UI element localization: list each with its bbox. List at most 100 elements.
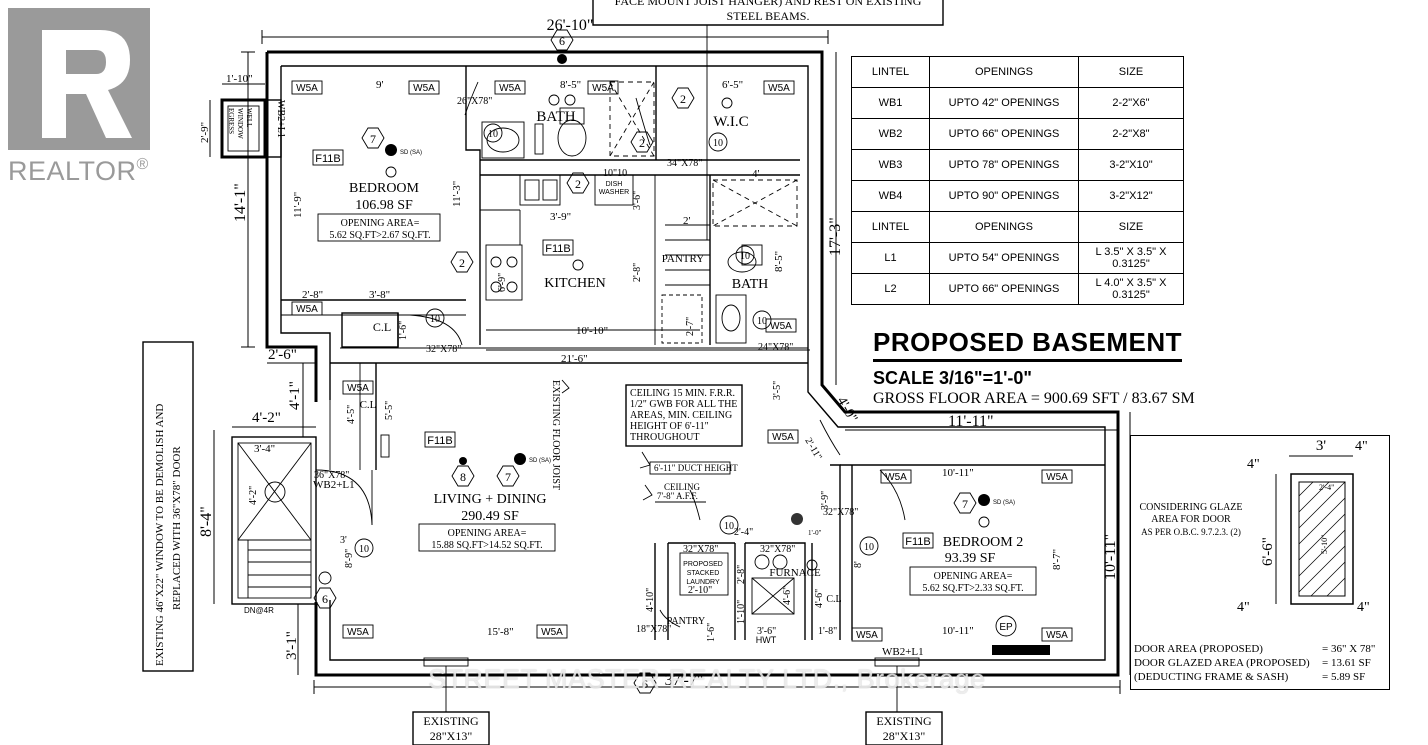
marker-circle: 10 bbox=[719, 515, 739, 535]
bedroom2-area: 93.39 SF bbox=[945, 551, 996, 566]
svg-text:6'-5": 6'-5" bbox=[722, 79, 743, 91]
bedroom1-area: 106.98 SF bbox=[355, 198, 413, 213]
svg-text:4": 4" bbox=[1247, 457, 1260, 472]
svg-text:36"X78": 36"X78" bbox=[314, 470, 349, 481]
existing-window-callouts: EXISTING 28"X13" EXISTING 28"X13" bbox=[412, 666, 943, 745]
svg-text:3'-6": 3'-6" bbox=[632, 191, 643, 210]
door-note-line1: CONSIDERING GLAZE bbox=[1139, 502, 1243, 513]
svg-text:4': 4' bbox=[752, 168, 760, 180]
svg-text:5.62 SQ.FT>2.67 SQ.FT.: 5.62 SQ.FT>2.67 SQ.FT. bbox=[329, 230, 430, 241]
marker-hex: 7 bbox=[953, 492, 977, 514]
marker-hex: 7 bbox=[361, 127, 385, 149]
door-area-row: DOOR GLAZED AREA (PROPOSED)= 13.61 SF bbox=[1134, 657, 1371, 669]
svg-text:6'-6": 6'-6" bbox=[1260, 537, 1276, 566]
svg-text:OPENING AREA=: OPENING AREA= bbox=[448, 528, 527, 539]
svg-text:2'-9": 2'-9" bbox=[199, 122, 211, 143]
svg-text:3'-4": 3'-4" bbox=[254, 443, 275, 455]
svg-text:24"X78": 24"X78" bbox=[758, 342, 793, 353]
svg-text:3': 3' bbox=[1316, 438, 1327, 454]
svg-text:C.L: C.L bbox=[826, 594, 841, 605]
egress-well: EGRESS WINDOW WELL WB2+L1 bbox=[227, 100, 286, 139]
svg-text:1'-10": 1'-10" bbox=[226, 73, 253, 85]
gross-floor-area: GROSS FLOOR AREA = 900.69 SFT / 83.67 SM bbox=[873, 390, 1195, 407]
marker-hex: 6 bbox=[313, 587, 337, 609]
svg-text:32"X78": 32"X78" bbox=[683, 544, 718, 555]
svg-text:W5A: W5A bbox=[541, 627, 563, 638]
door-glazing-detail: 3' 4" 4" 6'-6" 2'-4" 5'-10" 4" 4" CONSID… bbox=[1130, 435, 1390, 690]
svg-text:10: 10 bbox=[713, 138, 723, 149]
svg-text:F11B: F11B bbox=[905, 536, 930, 548]
svg-text:WB2+L1: WB2+L1 bbox=[275, 100, 286, 138]
bedroom1-tag: F11B bbox=[315, 153, 340, 165]
svg-text:W5A: W5A bbox=[413, 83, 435, 94]
svg-text:THROUGHOUT: THROUGHOUT bbox=[630, 432, 699, 443]
svg-text:18"X78": 18"X78" bbox=[636, 624, 671, 635]
svg-text:W5A: W5A bbox=[592, 83, 614, 94]
stair-label: DN@4R bbox=[244, 606, 274, 615]
svg-text:EP: EP bbox=[999, 622, 1013, 633]
svg-text:26"X78": 26"X78" bbox=[457, 96, 492, 107]
svg-text:6'-11" DUCT HEIGHT: 6'-11" DUCT HEIGHT bbox=[654, 463, 738, 473]
svg-text:32"X78": 32"X78" bbox=[823, 507, 858, 518]
svg-text:STACKED: STACKED bbox=[687, 570, 720, 577]
svg-text:WELL: WELL bbox=[245, 108, 253, 127]
svg-text:7: 7 bbox=[505, 470, 511, 484]
fixture-symbols: SD (SA) SD (SA) SD (SA) bbox=[385, 94, 1015, 571]
svg-text:3'-1": 3'-1" bbox=[284, 631, 300, 660]
svg-text:8'-9": 8'-9" bbox=[344, 549, 355, 568]
svg-text:W5A: W5A bbox=[1046, 472, 1068, 483]
svg-text:C.L: C.L bbox=[360, 399, 377, 411]
floor-joist-label: EXISTING FLOOR JOIST bbox=[550, 380, 561, 490]
window-labels: W5A W5A W5A W5A W5A W5A W5A W5A W5A W5A … bbox=[291, 80, 1073, 667]
svg-text:8'-7": 8'-7" bbox=[1051, 549, 1063, 570]
svg-text:F11B: F11B bbox=[545, 243, 570, 255]
living-area: 290.49 SF bbox=[461, 509, 519, 524]
marker-circle: 10 bbox=[354, 538, 374, 558]
svg-text:2'-8": 2'-8" bbox=[632, 263, 643, 282]
svg-text:21'-6": 21'-6" bbox=[561, 353, 588, 365]
marker-hex: 8 bbox=[451, 465, 475, 487]
marker-hex: 2 bbox=[450, 251, 474, 273]
svg-text:2': 2' bbox=[683, 215, 691, 227]
svg-text:W5A: W5A bbox=[768, 83, 790, 94]
marker-circle: EP bbox=[995, 615, 1017, 637]
svg-text:EXISTING 46"X22" WINDOW TO BE: EXISTING 46"X22" WINDOW TO BE DEMOLISH A… bbox=[154, 404, 166, 666]
marker-hex: 6 bbox=[633, 672, 657, 694]
svg-text:10'-11": 10'-11" bbox=[942, 625, 974, 637]
svg-text:4'-1": 4'-1" bbox=[287, 381, 303, 410]
svg-text:4": 4" bbox=[1355, 439, 1368, 454]
bath2-name: BATH bbox=[732, 277, 769, 292]
svg-text:10: 10 bbox=[359, 544, 369, 555]
svg-text:10'-11": 10'-11" bbox=[1102, 534, 1119, 580]
svg-text:8'-5": 8'-5" bbox=[773, 251, 785, 272]
svg-text:W5A: W5A bbox=[770, 321, 792, 332]
svg-text:11'-9": 11'-9" bbox=[292, 192, 304, 218]
table-header-cell: LINTEL bbox=[851, 56, 930, 88]
marker-hex: 2 bbox=[566, 172, 590, 194]
svg-text:10: 10 bbox=[740, 251, 750, 262]
svg-text:2'-8": 2'-8" bbox=[302, 289, 323, 301]
svg-text:28"X13": 28"X13" bbox=[430, 729, 473, 743]
svg-text:HWT: HWT bbox=[756, 635, 777, 645]
bath1-name: BATH bbox=[536, 109, 575, 125]
svg-text:5.62 SQ.FT>2.33 SQ.FT.: 5.62 SQ.FT>2.33 SQ.FT. bbox=[922, 583, 1023, 594]
svg-text:2: 2 bbox=[680, 92, 686, 106]
svg-text:REPLACED WITH 36"X78" DOOR: REPLACED WITH 36"X78" DOOR bbox=[171, 446, 183, 610]
svg-text:3': 3' bbox=[340, 535, 347, 546]
svg-text:2'-4": 2'-4" bbox=[1319, 483, 1334, 492]
title-block: PROPOSED BASEMENT SCALE 3/16"=1'-0" GROS… bbox=[873, 327, 1195, 407]
svg-text:CEILING 15 MIN. F.R.R.: CEILING 15 MIN. F.R.R. bbox=[630, 388, 735, 399]
svg-text:4'-10": 4'-10" bbox=[645, 588, 656, 612]
svg-text:HEIGHT OF 6'-11": HEIGHT OF 6'-11" bbox=[630, 421, 709, 432]
svg-text:4'-2": 4'-2" bbox=[252, 410, 281, 426]
svg-text:2'-10": 2'-10" bbox=[688, 585, 712, 596]
svg-text:1'-6": 1'-6" bbox=[706, 623, 717, 642]
svg-text:SD (SA): SD (SA) bbox=[400, 150, 422, 156]
kitchen-name: KITCHEN bbox=[544, 276, 605, 291]
svg-text:EXISTING: EXISTING bbox=[423, 714, 479, 728]
table-header-cell: SIZE bbox=[1078, 211, 1184, 243]
marker-hex: 7 bbox=[496, 465, 520, 487]
